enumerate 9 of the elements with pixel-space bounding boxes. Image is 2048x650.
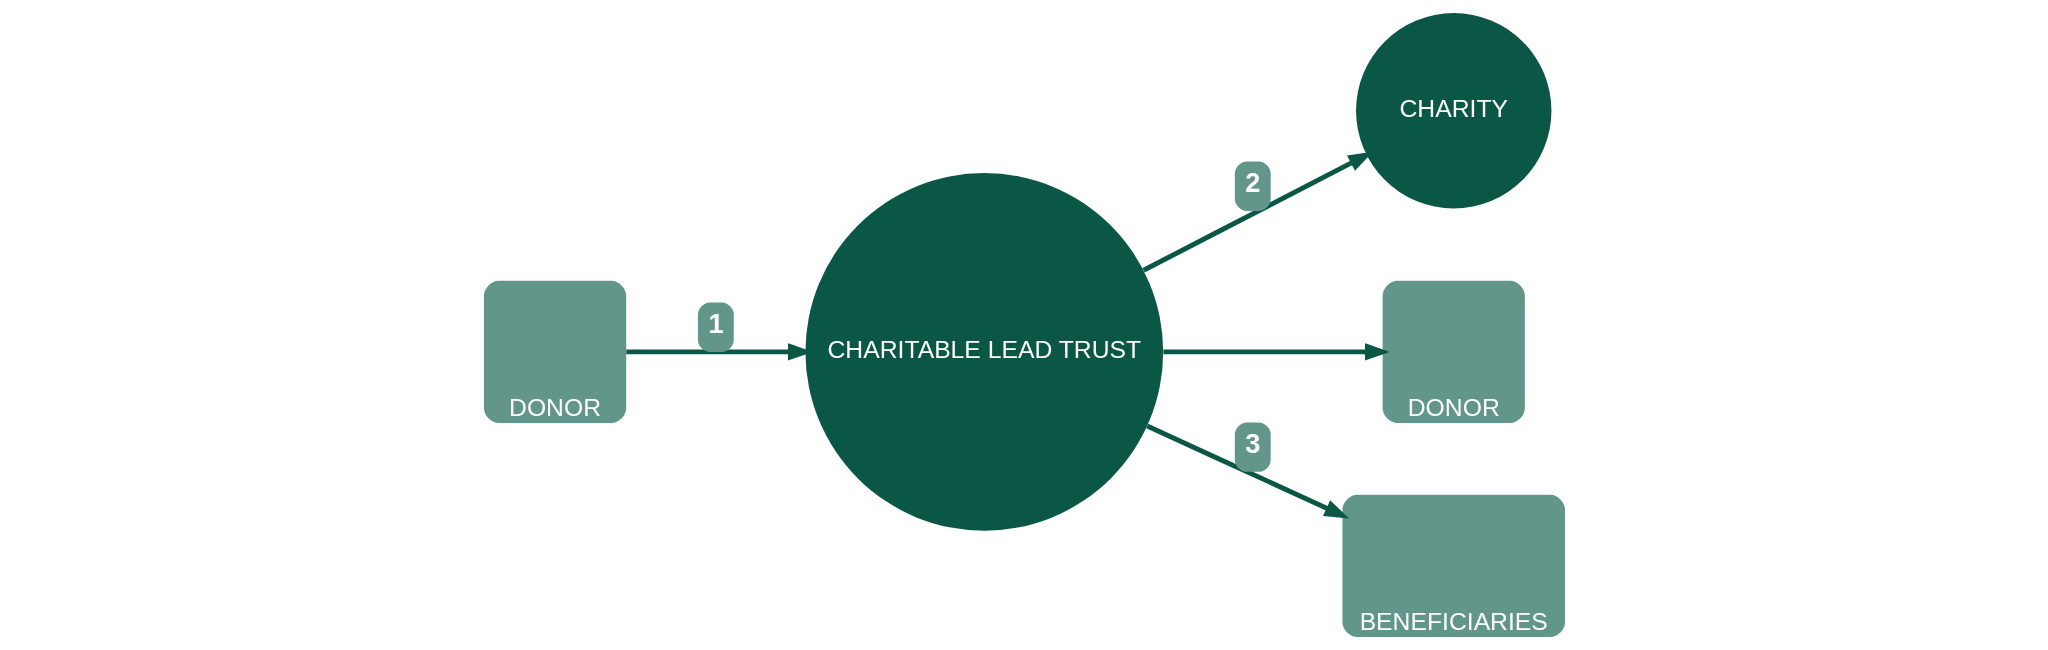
node-box: DONOR xyxy=(483,280,626,423)
edge-label: 3 xyxy=(1244,427,1260,459)
node-circle: CHARITABLE LEAD TRUST xyxy=(804,173,1163,531)
edge-label: 2 xyxy=(1244,166,1260,198)
edge-label: 1 xyxy=(707,307,724,339)
node-box: BENEFICIARIES xyxy=(1341,494,1565,637)
node-box: DONOR xyxy=(1382,280,1525,423)
node-circle: CHARITY xyxy=(1355,13,1551,209)
arrow xyxy=(1162,343,1390,361)
